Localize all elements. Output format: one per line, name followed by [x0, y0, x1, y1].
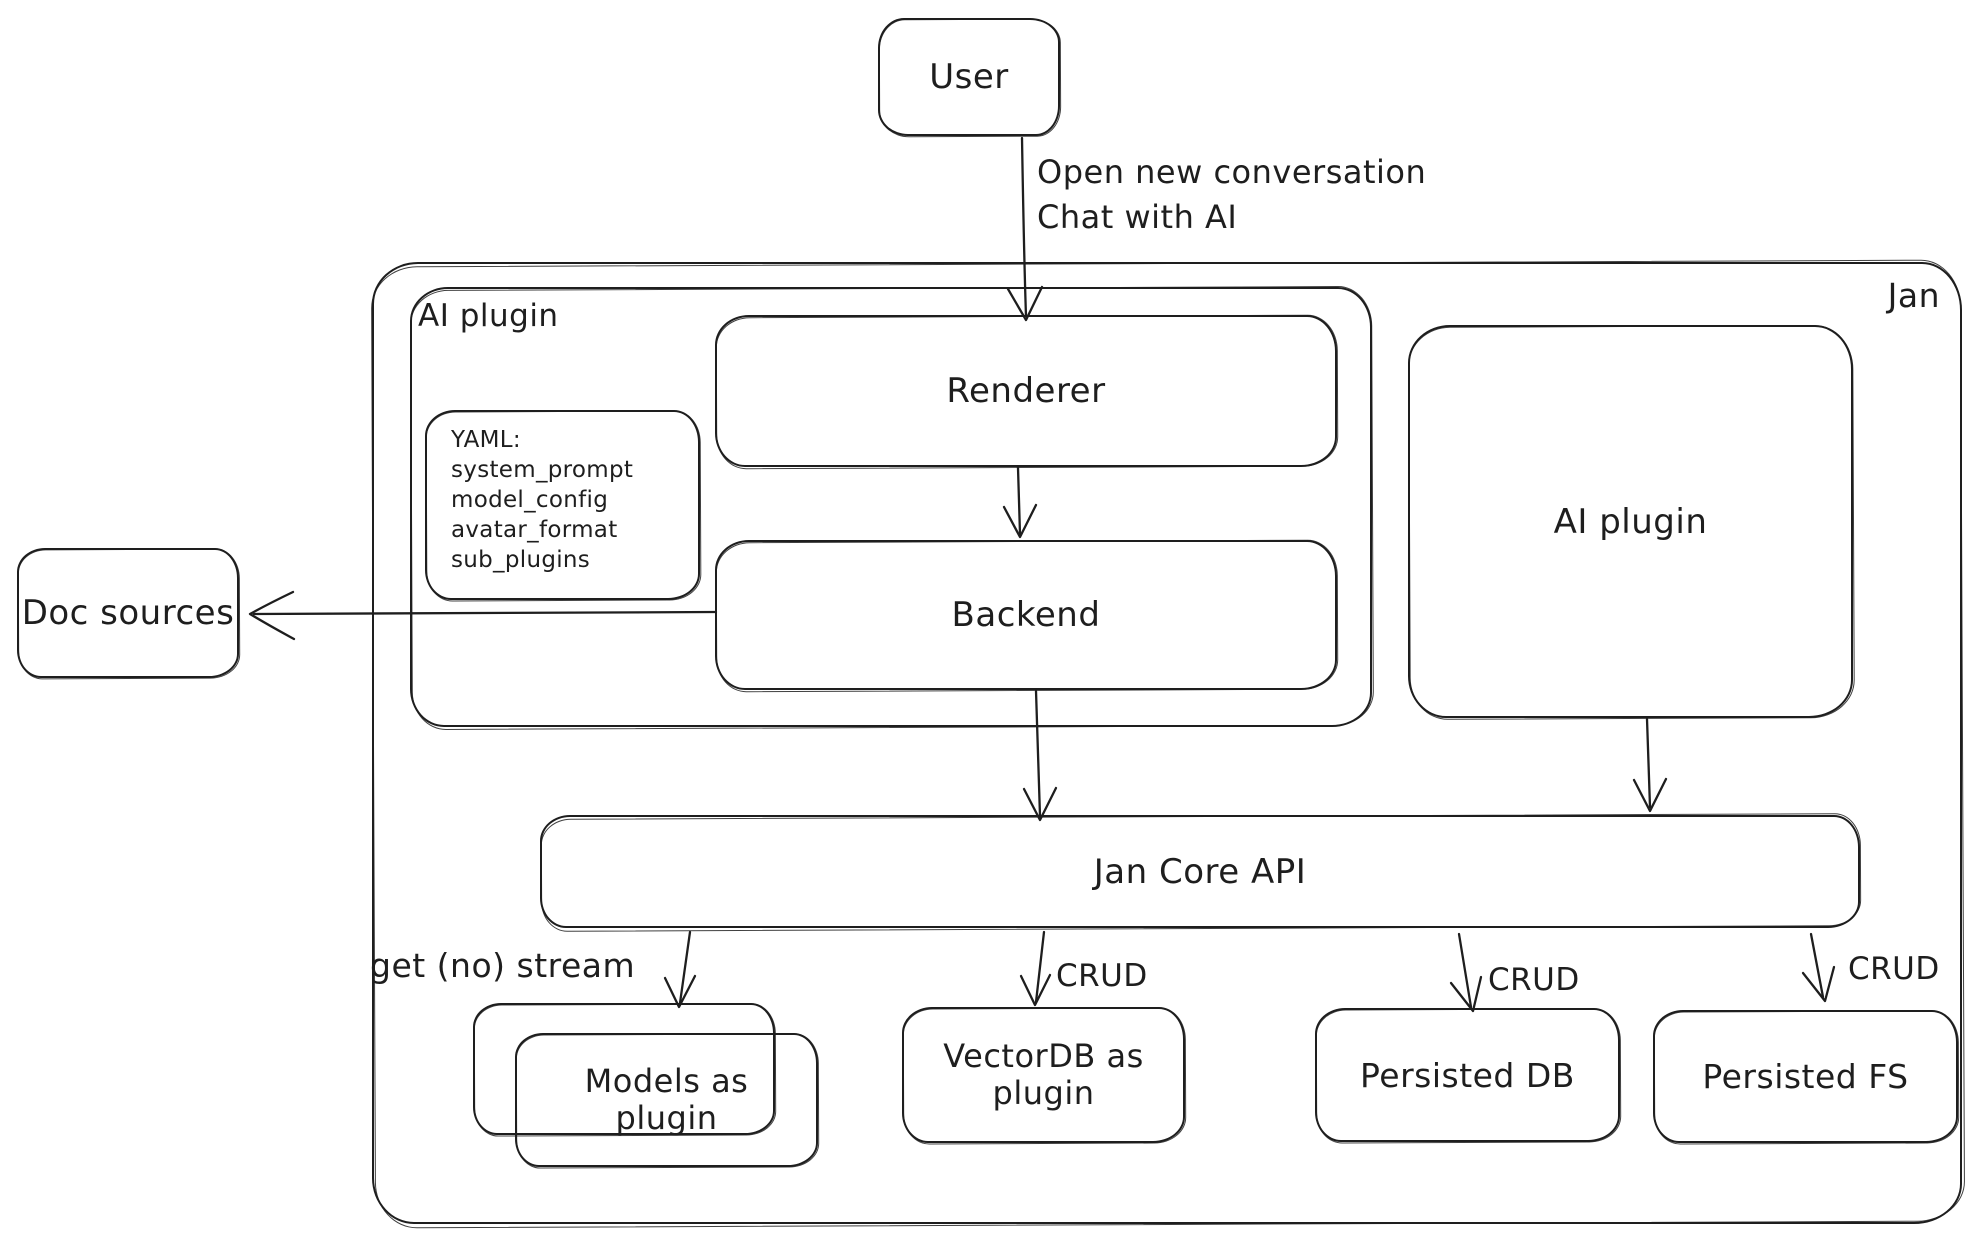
yaml-note-text: YAML: system_prompt model_config avatar_… — [451, 426, 633, 575]
node-vectordb-plugin-label: VectorDB as plugin — [943, 1037, 1144, 1112]
edge-label-crud-persisted-db: CRUD — [1488, 962, 1580, 998]
yaml-line: system_prompt — [451, 456, 634, 483]
edge-label-crud-vectordb: CRUD — [1056, 958, 1148, 994]
edge-label-get-no-stream: get (no) stream — [370, 946, 636, 985]
node-doc-sources-label: Doc sources — [21, 593, 235, 633]
node-renderer: Renderer — [715, 315, 1337, 467]
node-ai-plugin: AI plugin — [1408, 325, 1853, 718]
node-backend-label: Backend — [951, 595, 1101, 635]
node-models-plugin-label: Models as plugin — [584, 1062, 749, 1137]
node-jan-core-api-label: Jan Core API — [1093, 851, 1307, 892]
yaml-line: avatar_format — [451, 516, 618, 543]
edge-label-crud-persisted-fs: CRUD — [1848, 951, 1940, 987]
edge-label-user-to-renderer: Open new conversation Chat with AI — [1037, 150, 1426, 241]
node-renderer-label: Renderer — [946, 371, 1106, 411]
edge-label-line1: Open new conversation — [1037, 153, 1427, 191]
node-models-plugin: Models as plugin — [515, 1033, 818, 1167]
node-persisted-db: Persisted DB — [1315, 1008, 1620, 1142]
node-ai-plugin-label: AI plugin — [1553, 501, 1708, 542]
node-user: User — [878, 18, 1060, 136]
node-jan-core-api: Jan Core API — [540, 815, 1860, 928]
node-user-label: User — [929, 57, 1009, 97]
node-vectordb-plugin: VectorDB as plugin — [902, 1007, 1185, 1143]
ai-plugin-group: AI plugin — [410, 287, 1372, 727]
edge-label-line2: Chat with AI — [1037, 198, 1238, 237]
yaml-line: sub_plugins — [451, 546, 591, 573]
yaml-line: model_config — [451, 486, 609, 513]
node-persisted-fs: Persisted FS — [1653, 1010, 1958, 1143]
node-persisted-db-label: Persisted DB — [1360, 1055, 1575, 1095]
node-backend: Backend — [715, 540, 1337, 690]
yaml-line: YAML: — [451, 427, 521, 453]
ai-plugin-group-label: AI plugin — [418, 298, 559, 334]
jan-container: Jan — [372, 262, 1962, 1224]
yaml-note: YAML: system_prompt model_config avatar_… — [425, 410, 700, 600]
node-persisted-fs-label: Persisted FS — [1702, 1057, 1909, 1096]
node-doc-sources: Doc sources — [17, 548, 239, 678]
jan-container-label: Jan — [1887, 276, 1940, 315]
